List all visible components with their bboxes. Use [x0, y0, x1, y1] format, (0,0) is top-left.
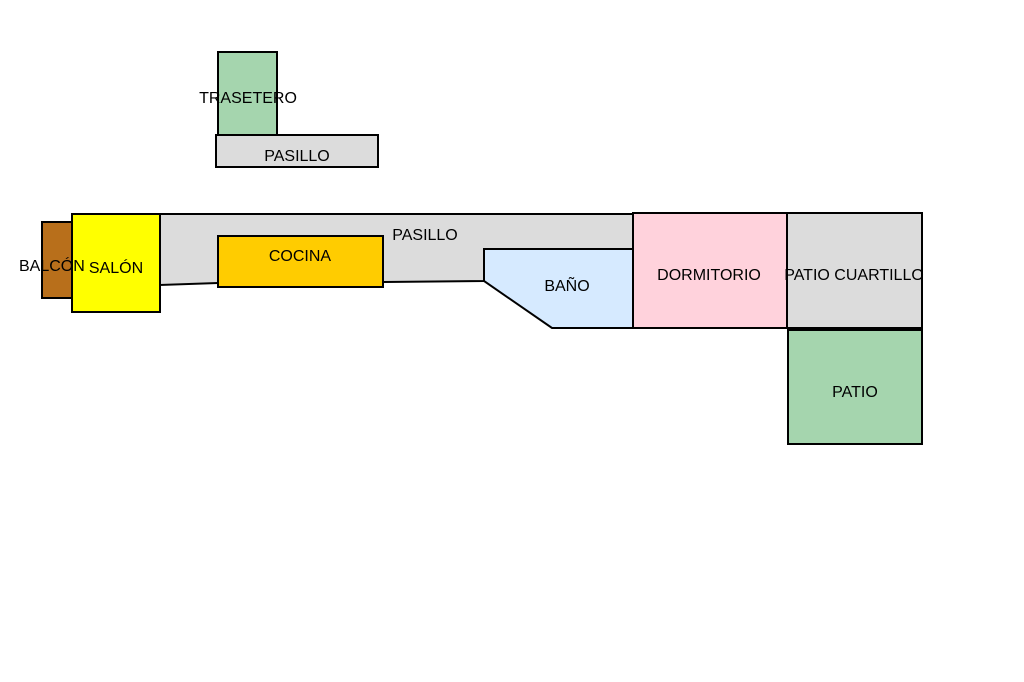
bano-room: [483, 248, 634, 329]
pasillo-small-label: PASILLO: [264, 148, 330, 165]
patio-label: PATIO: [832, 384, 878, 401]
dormitorio-label: DORMITORIO: [657, 267, 761, 284]
balcon-room: [41, 221, 73, 299]
patio-cuartillo-label: PATIO CUARTILLO: [784, 267, 924, 284]
bano-label: BAÑO: [544, 275, 589, 295]
salon-room: [71, 213, 161, 313]
dormitorio-room: [632, 212, 788, 329]
pasillo-small-room: [215, 134, 379, 168]
balcon-label: BALCÓN: [19, 256, 85, 275]
cocina-room: [217, 235, 384, 288]
patio-cuartillo-room: [786, 212, 923, 329]
trastero-label: TRASETERO: [199, 90, 297, 107]
pasillo-main-label: PASILLO: [392, 227, 458, 244]
cocina-label: COCINA: [269, 248, 332, 265]
salon-label: SALÓN: [89, 258, 143, 277]
trastero-room: [217, 51, 278, 136]
patio-room: [787, 329, 923, 445]
